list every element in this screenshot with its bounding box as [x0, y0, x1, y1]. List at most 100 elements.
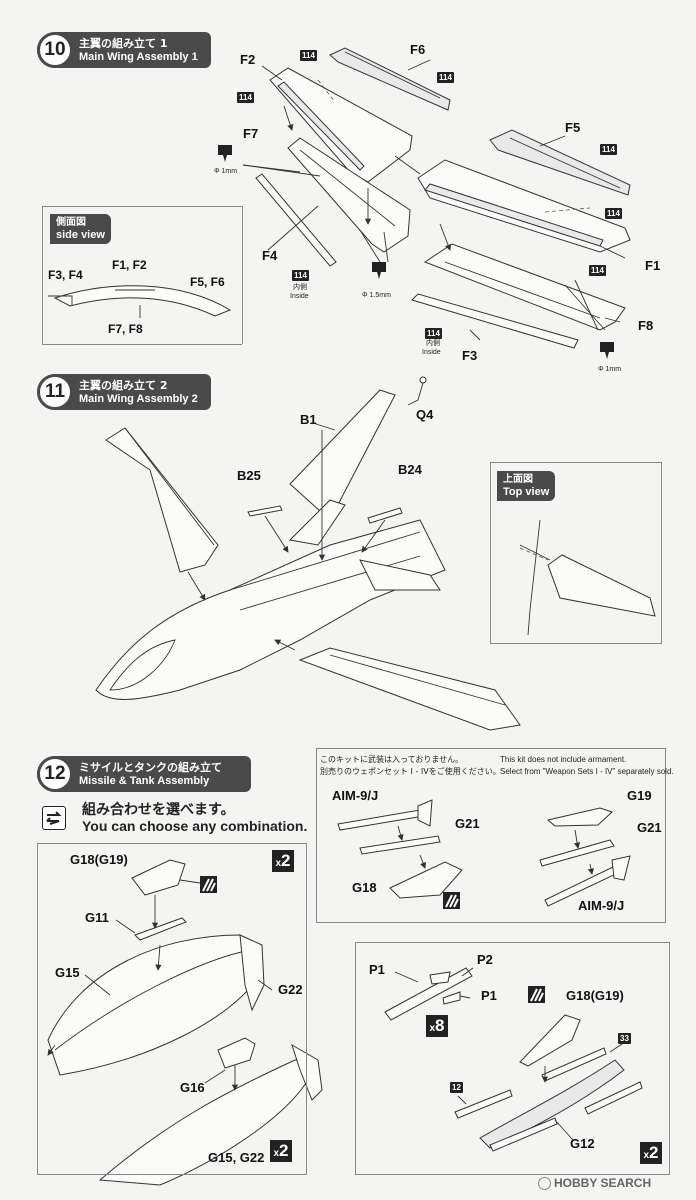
side-label-f3-f4: F3, F4	[48, 268, 83, 282]
side-label-f5-f6: F5, F6	[190, 275, 225, 289]
paint-stripes-icon	[443, 892, 460, 909]
top-view-drawing	[547, 554, 656, 617]
multiplier-x: x	[643, 1150, 650, 1161]
aircraft-left-wing	[105, 427, 219, 573]
paint-code-badge: 114	[437, 72, 454, 83]
label-aim9j-right: AIM-9/J	[578, 898, 625, 913]
swap-icon	[42, 806, 66, 830]
rail-g21-right	[539, 839, 615, 867]
drill-size-label: Φ 1mm	[598, 366, 622, 373]
multiplier-value: 2	[649, 1143, 659, 1162]
side-view-box-bottom-edge	[42, 344, 242, 345]
paint-stripes-icon	[530, 988, 544, 1002]
step-10-title-en: Main Wing Assembly 1	[79, 51, 198, 63]
part-g18-pylon	[131, 859, 186, 896]
label-g16: G16	[180, 1080, 205, 1095]
multiplier-badge: x2	[270, 1140, 292, 1162]
step-11-title-jp: 主翼の組み立て 2	[79, 379, 168, 392]
label-b25: B25	[237, 468, 261, 483]
watermark-logo-icon	[538, 1177, 551, 1191]
drill-icon	[218, 145, 232, 162]
drill-size-label: Φ 1.5mm	[362, 292, 391, 299]
paint-code-badge: 114	[425, 328, 442, 339]
step-12-header: 12 ミサイルとタンクの組み立て Missile & Tank Assembly	[37, 756, 251, 792]
label-g18-g19-rack: G18(G19)	[566, 988, 624, 1003]
side-view-title-en: side view	[56, 229, 105, 241]
label-f6: F6	[410, 42, 426, 57]
label-f4: F4	[262, 248, 278, 263]
part-b1	[289, 389, 396, 521]
label-f7: F7	[243, 126, 259, 141]
part-f4	[255, 173, 337, 267]
top-view-box	[490, 462, 662, 644]
top-view-title-jp: 上面図	[503, 474, 533, 485]
side-view-title-jp: 側面図	[56, 217, 86, 228]
part-f7	[287, 137, 411, 253]
label-g15: G15	[55, 965, 80, 980]
part-g18-rack-pylon	[519, 1014, 581, 1067]
step-10-number: 10	[37, 32, 73, 68]
part-g22-fin	[239, 934, 265, 1012]
missile-assembly-box	[316, 748, 666, 923]
pylon-g19-right	[546, 807, 613, 827]
multiplier-badge: x2	[272, 850, 294, 872]
note-en-line2: Select from "Weapon Sets I - IV" separat…	[500, 767, 674, 776]
watermark-text: HOBBY SEARCH	[554, 1176, 652, 1190]
paint-stripes-icon	[445, 894, 459, 908]
drill-size-label: Φ 1mm	[214, 168, 238, 175]
aircraft-fuselage	[95, 519, 446, 700]
label-q4: Q4	[416, 407, 434, 422]
label-f8: F8	[638, 318, 654, 333]
drill-icon	[372, 262, 386, 279]
label-g21-right: G21	[637, 820, 662, 835]
label-p1-left: P1	[369, 962, 385, 977]
part-q4	[419, 376, 427, 384]
paint-stripes-icon	[202, 878, 216, 892]
multiplier-value: 2	[279, 1141, 289, 1160]
paint-code-badge: 114	[237, 92, 254, 103]
note-jp-line1: このキットに武装は入っておりません。	[320, 755, 464, 764]
label-g11: G11	[85, 910, 109, 925]
label-f1: F1	[645, 258, 661, 273]
label-f5: F5	[565, 120, 581, 135]
step-10-header: 10 主翼の組み立て 1 Main Wing Assembly 1	[37, 32, 211, 68]
multiplier-x: x	[429, 1023, 436, 1034]
rail-g21-left	[359, 835, 441, 855]
top-view-title-en: Top view	[503, 486, 550, 498]
part-b24	[367, 507, 403, 524]
part-f8	[423, 243, 626, 331]
step-12-title-jp: ミサイルとタンクの組み立て	[79, 761, 222, 774]
part-f6	[329, 47, 451, 111]
pylon-g18-left	[389, 861, 463, 899]
label-g18-left: G18	[352, 880, 377, 895]
side-view-box-right-edge	[242, 206, 243, 344]
label-g22: G22	[278, 982, 303, 997]
step-12-title-en: Missile & Tank Assembly	[79, 775, 210, 787]
aircraft-right-wing	[298, 647, 521, 731]
label-p2: P2	[477, 952, 493, 967]
label-g21-left: G21	[455, 816, 480, 831]
inside-label-jp: 内側	[426, 340, 440, 347]
rack-code-badge-12: 12	[450, 1082, 463, 1093]
multiplier-value: 2	[281, 851, 291, 870]
side-label-f1-f2: F1, F2	[112, 258, 147, 272]
multiplier-badge: x2	[640, 1142, 662, 1164]
step-12-number: 12	[37, 756, 73, 792]
label-f2: F2	[240, 52, 256, 67]
multiplier-badge: x8	[426, 1015, 448, 1037]
paint-stripes-icon	[200, 876, 217, 893]
inside-label-en: Inside	[422, 349, 441, 356]
multiplier-value: 8	[435, 1016, 445, 1035]
label-g12: G12	[570, 1136, 595, 1151]
label-g18-g19: G18(G19)	[70, 852, 128, 867]
swap-arrows-icon	[46, 811, 62, 825]
part-f5	[489, 129, 631, 196]
paint-code-badge: 114	[300, 50, 317, 61]
drill-icon	[218, 145, 232, 163]
drill-icon	[372, 262, 386, 280]
paint-code-badge: 114	[589, 265, 606, 276]
multiplier-x: x	[275, 858, 282, 869]
label-aim9j-left: AIM-9/J	[332, 788, 379, 803]
